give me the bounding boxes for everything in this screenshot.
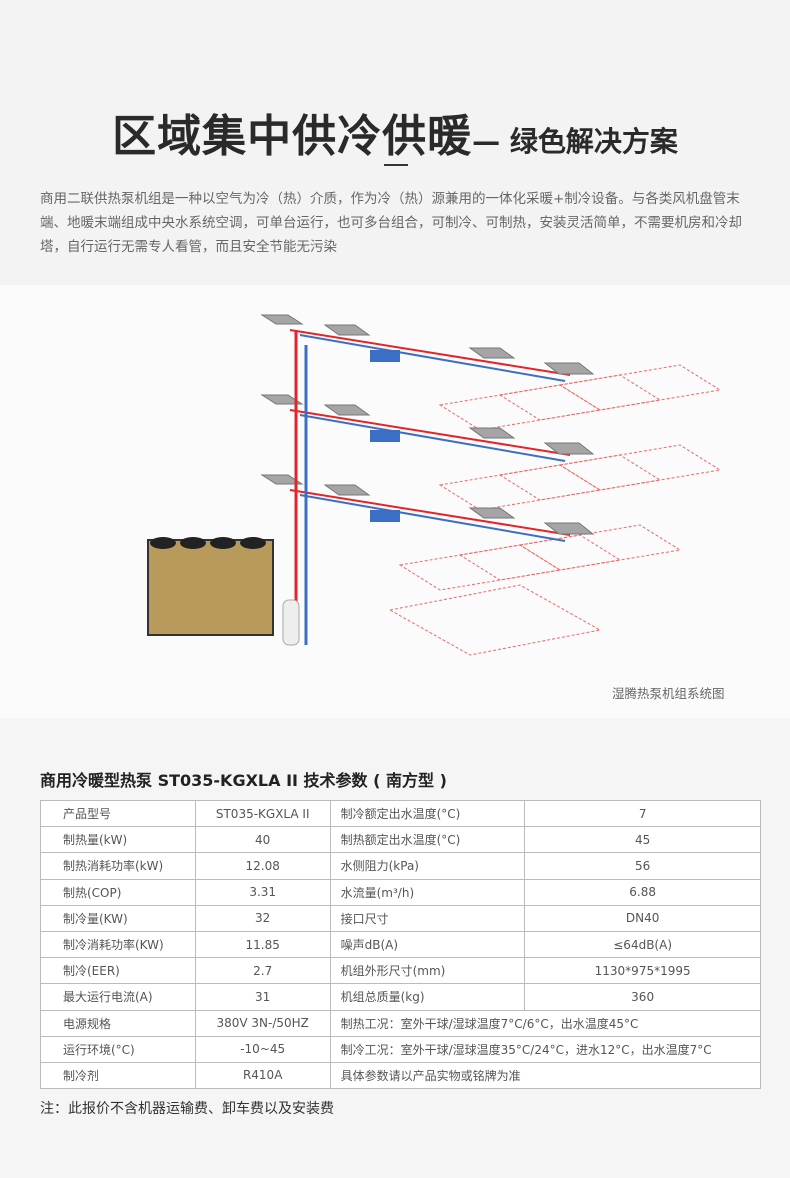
fan-coil-unit <box>543 362 595 375</box>
spec-cell: 1130*975*1995 <box>524 957 761 985</box>
floor-heating-coil <box>558 364 722 411</box>
spec-cell: ST035-KGXLA II <box>194 799 331 828</box>
title-main: 区域集中供冷供暖 <box>112 111 473 162</box>
spec-cell: 水流量(m³/h) <box>329 878 526 906</box>
spec-cell: 制热额定出水温度(°C) <box>329 826 526 854</box>
title-sub: — 绿色解决方案 <box>472 125 678 158</box>
fan-icon <box>240 537 266 549</box>
fan-coil-unit <box>260 314 304 325</box>
spec-cell: 制热工况：室外干球/湿球温度7°C/6°C，出水温度45°C <box>329 1009 762 1037</box>
fan-coil-unit <box>543 442 595 455</box>
spec-cell: 最大运行电流(A) <box>40 983 196 1011</box>
floor-heating-coil <box>518 524 682 571</box>
spec-cell: 运行环境(°C) <box>40 1035 196 1063</box>
cold-pipe <box>299 494 566 542</box>
fan-coil-unit <box>323 404 371 416</box>
spec-cell: 12.08 <box>194 852 331 880</box>
fan-coil-unit <box>323 324 371 336</box>
spec-cell: 机组总质量(kg) <box>329 983 526 1011</box>
intro-text: 商用二联供热泵机组是一种以空气为冷（热）介质，作为冷（热）源兼用的一体化采暖+制… <box>40 191 742 255</box>
spec-cell: 机组外形尺寸(mm) <box>329 957 526 985</box>
spec-cell: 噪声dB(A) <box>329 930 526 959</box>
fan-coil-unit <box>260 394 304 405</box>
fan-icon <box>210 537 236 549</box>
hot-pipe <box>289 329 571 376</box>
intro-section: 区域集中供冷供暖— 绿色解决方案 商用二联供热泵机组是一种以空气为冷（热）介质，… <box>0 0 790 285</box>
heat-pump-unit <box>147 539 274 636</box>
spec-cell: 制热消耗功率(kW) <box>40 852 196 880</box>
spec-cell: 制冷消耗功率(KW) <box>40 930 196 959</box>
spec-cell: 制冷(EER) <box>40 957 196 985</box>
fan-coil-distributor <box>370 350 400 362</box>
spec-cell: 产品型号 <box>40 799 196 828</box>
spec-cell: 360 <box>524 983 761 1011</box>
spec-cell: 电源规格 <box>40 1009 196 1037</box>
spec-cell: 制冷剂 <box>40 1061 196 1090</box>
spec-cell: 水侧阻力(kPa) <box>329 852 526 880</box>
spec-cell: 制冷量(KW) <box>40 904 196 932</box>
floor-heating-coil <box>388 584 602 656</box>
spec-cell: -10~45 <box>194 1035 331 1063</box>
fan-coil-unit <box>260 474 304 485</box>
spec-cell: 制冷工况：室外干球/湿球温度35°C/24°C，进水12°C，出水温度7°C <box>329 1035 762 1063</box>
fan-icon <box>180 537 206 549</box>
spec-cell: 32 <box>194 904 331 932</box>
fan-coil-unit <box>468 507 516 519</box>
spec-cell: 2.7 <box>194 957 331 985</box>
spec-cell: 6.88 <box>524 878 761 906</box>
title-divider <box>384 164 408 166</box>
spec-cell: 31 <box>194 983 331 1011</box>
page-title: 区域集中供冷供暖— 绿色解决方案 <box>0 100 790 164</box>
cold-pipe <box>299 334 566 382</box>
spec-cell: 380V 3N-/50HZ <box>194 1009 331 1037</box>
spec-cell: 40 <box>194 826 331 854</box>
spec-cell: DN40 <box>524 904 761 932</box>
fan-icon <box>150 537 176 549</box>
spec-cell: 56 <box>524 852 761 880</box>
spec-cell: 制热(COP) <box>40 878 196 906</box>
fan-coil-distributor <box>370 510 400 522</box>
spec-cell: 11.85 <box>194 930 331 959</box>
system-diagram: 湿腾热泵机组系统图 <box>0 285 790 718</box>
spec-cell: 3.31 <box>194 878 331 906</box>
spec-title: 商用冷暖型热泵 ST035-KGXLA II 技术参数 ( 南方型 ) <box>40 771 447 790</box>
spec-cell: 7 <box>524 799 761 828</box>
water-tank <box>282 599 300 646</box>
floor-heating-coil <box>558 444 722 491</box>
diagram-caption: 湿腾热泵机组系统图 <box>612 686 725 701</box>
spec-cell: 45 <box>524 826 761 854</box>
spec-cell: R410A <box>194 1061 331 1090</box>
hot-pipe <box>289 409 571 456</box>
hot-pipe <box>289 489 571 536</box>
fan-coil-unit <box>468 347 516 359</box>
fan-coil-unit <box>543 522 595 535</box>
spec-cell: 接口尺寸 <box>329 904 526 932</box>
fan-coil-distributor <box>370 430 400 442</box>
spec-cell: 制热量(kW) <box>40 826 196 854</box>
spec-cell: ≤64dB(A) <box>524 930 761 959</box>
spec-cell: 制冷额定出水温度(°C) <box>329 799 526 828</box>
system-diagram-illustration <box>147 314 722 656</box>
fan-coil-unit <box>323 484 371 496</box>
fan-coil-unit <box>468 427 516 439</box>
price-note: 注：此报价不含机器运输费、卸车费以及安装费 <box>40 1101 334 1117</box>
spec-cell: 具体参数请以产品实物或铭牌为准 <box>329 1061 762 1090</box>
cold-pipe <box>299 414 566 462</box>
